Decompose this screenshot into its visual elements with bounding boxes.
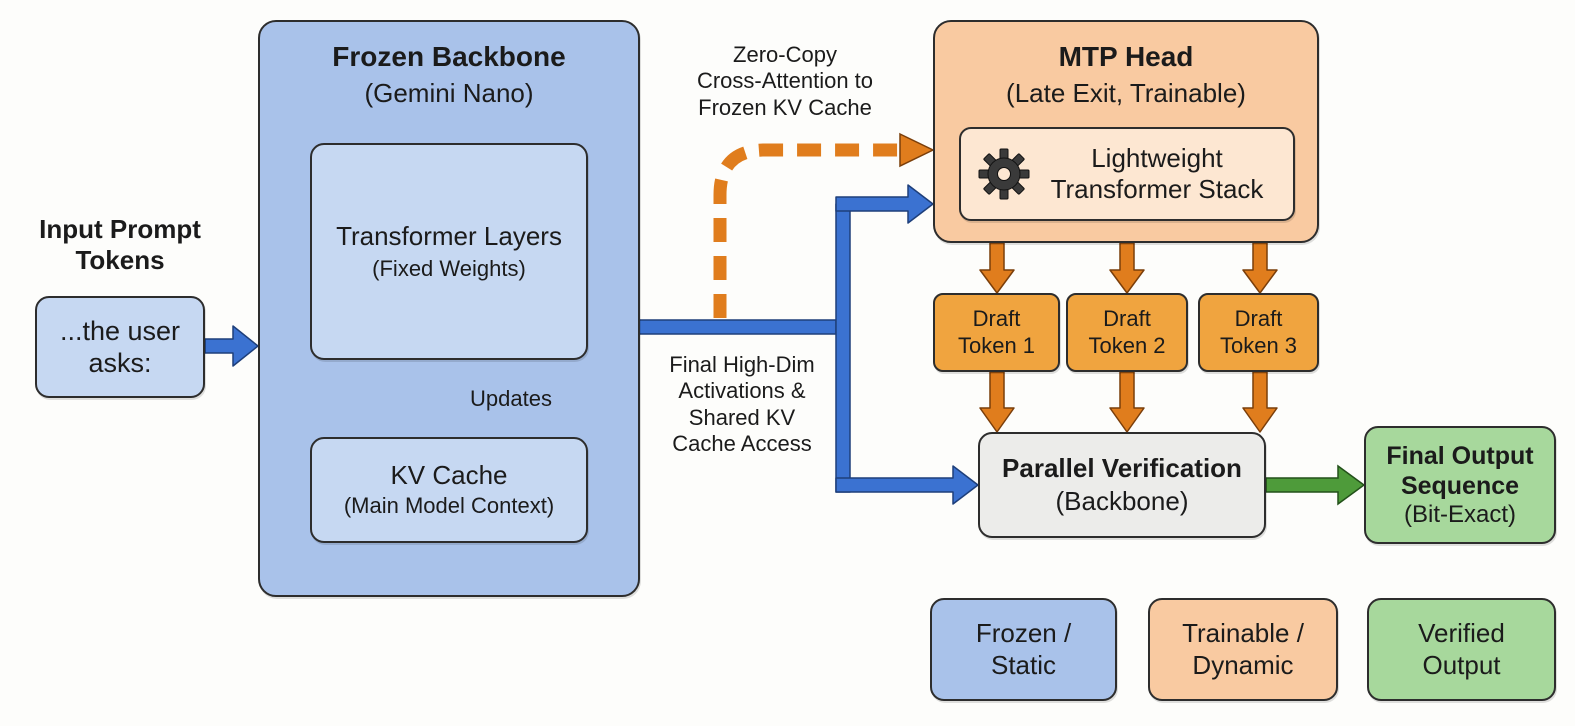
legend-trainable-line2: Dynamic — [1192, 649, 1294, 680]
input-heading: Input Prompt Tokens — [20, 214, 220, 276]
transformer-stack-text: Lightweight Transformer Stack — [1031, 143, 1293, 205]
backbone-output-arrow — [637, 319, 837, 335]
backbone-header: Frozen Backbone (Gemini Nano) — [260, 40, 638, 109]
trunk-to-verification-arrow — [835, 465, 979, 505]
activations-line3: Shared KV — [688, 404, 796, 430]
kv-cache-sub: (Main Model Context) — [343, 493, 555, 519]
transformer-layers-sub: (Fixed Weights) — [372, 255, 526, 281]
cross-attention-arrowhead — [899, 132, 935, 168]
mtp-subtitle: (Late Exit, Trainable) — [1006, 77, 1246, 108]
activations-line1: Final High-Dim — [669, 352, 815, 377]
activations-line4: Cache Access — [672, 431, 812, 457]
kv-cache-box: KV Cache (Main Model Context) — [310, 437, 588, 543]
activations-line2: Activations & — [678, 378, 806, 404]
legend-verified-line1: Verified — [1418, 618, 1505, 649]
verification-to-output-arrow — [1265, 464, 1366, 506]
input-prompt-box: ...the user asks: — [35, 296, 205, 398]
activations-label: Final High-Dim Activations & Shared KV C… — [652, 352, 832, 458]
draft-token-2-line1: Draft — [1103, 306, 1151, 332]
draft-token-2-line2: Token 2 — [1088, 332, 1166, 358]
final-output-line1: Final Output — [1386, 441, 1534, 470]
input-box-line2: asks: — [88, 348, 152, 378]
input-to-backbone-arrow — [204, 325, 259, 367]
legend-verified: Verified Output — [1367, 598, 1556, 701]
mtp-to-draft1-arrow — [979, 242, 1015, 294]
verification-title: Parallel Verification — [1002, 452, 1242, 483]
final-output-line3: (Bit-Exact) — [1403, 500, 1516, 528]
mtp-to-draft2-arrow — [1109, 242, 1145, 294]
cross-attention-line1: Zero-Copy — [733, 42, 837, 67]
kv-cache-label: KV Cache — [390, 460, 508, 491]
draft3-to-verification-arrow — [1242, 371, 1278, 433]
final-output-line2: Sequence — [1400, 471, 1520, 500]
backbone-title: Frozen Backbone — [332, 41, 566, 72]
mtp-head-box: MTP Head (Late Exit, Trainable) — [933, 20, 1319, 243]
legend-verified-line2: Output — [1422, 649, 1501, 680]
mtp-header: MTP Head (Late Exit, Trainable) — [935, 40, 1317, 109]
mtp-to-draft3-arrow — [1242, 242, 1278, 294]
draft1-to-verification-arrow — [979, 371, 1015, 433]
legend-frozen: Frozen / Static — [930, 598, 1117, 701]
transformer-stack-line2: Transformer Stack — [1050, 174, 1264, 204]
draft-token-1-line2: Token 1 — [957, 332, 1036, 358]
gear-icon — [977, 147, 1031, 201]
legend-trainable-line1: Trainable / — [1182, 618, 1304, 649]
cross-attention-line2: Cross-Attention to — [696, 68, 874, 94]
updates-label: Updates — [470, 386, 552, 411]
transformer-stack-box: Lightweight Transformer Stack — [959, 127, 1295, 221]
draft-token-1: Draft Token 1 — [933, 293, 1060, 372]
cross-attention-line3: Frozen KV Cache — [698, 94, 872, 120]
legend-frozen-line1: Frozen / — [975, 618, 1072, 649]
legend-trainable: Trainable / Dynamic — [1148, 598, 1338, 701]
input-heading-line2: Tokens — [75, 245, 165, 276]
draft-token-1-line1: Draft — [972, 306, 1021, 332]
draft-token-3: Draft Token 3 — [1198, 293, 1319, 372]
input-heading-line1: Input Prompt — [39, 214, 201, 244]
draft-token-2: Draft Token 2 — [1066, 293, 1188, 372]
legend-frozen-line2: Static — [990, 649, 1057, 680]
mtp-title: MTP Head — [1058, 41, 1194, 72]
transformer-layers-label: Transformer Layers — [336, 220, 562, 251]
backbone-subtitle: (Gemini Nano) — [364, 77, 534, 108]
final-output-box: Final Output Sequence (Bit-Exact) — [1364, 426, 1556, 544]
transformer-stack-line1: Lightweight — [1091, 142, 1223, 173]
draft2-to-verification-arrow — [1109, 371, 1145, 433]
transformer-layers-box: Transformer Layers (Fixed Weights) — [310, 143, 588, 360]
input-box-line1: ...the user — [59, 315, 181, 346]
trunk-to-mtp-arrow — [835, 184, 934, 224]
parallel-verification-box: Parallel Verification (Backbone) — [978, 432, 1266, 538]
verification-subtitle: (Backbone) — [1055, 486, 1189, 516]
cross-attention-label: Zero-Copy Cross-Attention to Frozen KV C… — [678, 42, 892, 121]
cross-attention-dashed-arrow — [713, 143, 903, 318]
trunk-vertical — [835, 203, 851, 493]
draft-token-3-line1: Draft — [1234, 306, 1283, 332]
draft-token-3-line2: Token 3 — [1219, 332, 1298, 358]
